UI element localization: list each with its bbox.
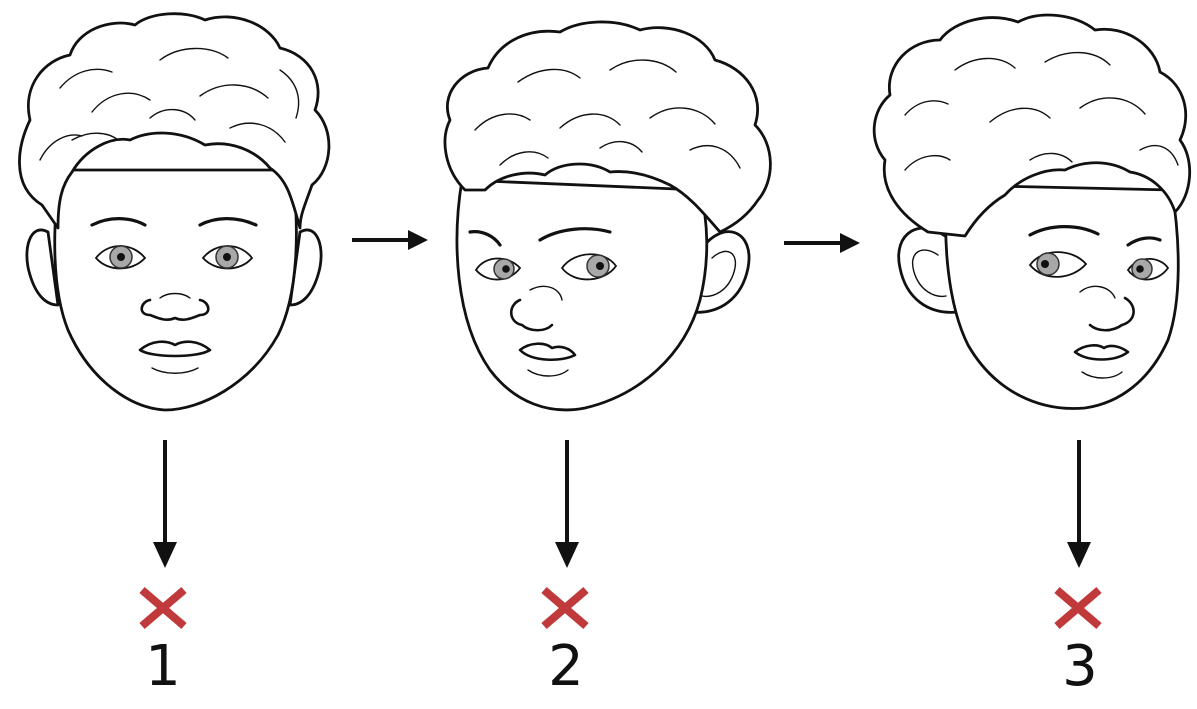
right-brow	[538, 227, 612, 242]
nose	[140, 298, 210, 321]
left-brow	[1028, 225, 1100, 237]
label-2: 2	[548, 634, 584, 699]
nose	[1088, 296, 1135, 332]
nose	[509, 298, 554, 332]
label-1: 1	[145, 634, 181, 699]
hair	[872, 13, 1192, 238]
right-eye	[1126, 257, 1170, 281]
right-ear	[288, 228, 323, 307]
left-eye	[474, 257, 522, 281]
label-3: 3	[1062, 634, 1098, 699]
arrow-down-2	[555, 440, 579, 568]
face-outline	[455, 178, 709, 412]
cross-mark-2	[541, 586, 589, 630]
mouth	[518, 342, 577, 361]
right-brow	[1126, 236, 1162, 247]
right-eye	[560, 253, 618, 281]
mouth	[1073, 344, 1130, 361]
right-brow	[198, 217, 258, 227]
face-2	[443, 20, 772, 412]
left-eye	[1028, 251, 1088, 278]
cross-mark-1	[139, 586, 187, 630]
left-brow	[468, 230, 502, 247]
arrow-face1-to-face2	[352, 230, 428, 250]
arrow-down-1	[153, 440, 177, 568]
face-outline	[944, 183, 1180, 410]
arrow-face2-to-face3	[784, 233, 860, 253]
left-brow	[90, 217, 147, 227]
face-3	[872, 13, 1192, 410]
arrow-down-3	[1067, 440, 1091, 568]
left-eye	[94, 245, 147, 270]
mouth	[138, 340, 212, 358]
left-ear	[25, 228, 60, 307]
face-1	[18, 12, 331, 412]
cross-mark-3	[1054, 586, 1102, 630]
right-eye	[201, 245, 254, 270]
hair	[443, 20, 772, 234]
face-outline	[53, 168, 298, 412]
hair	[18, 12, 331, 230]
